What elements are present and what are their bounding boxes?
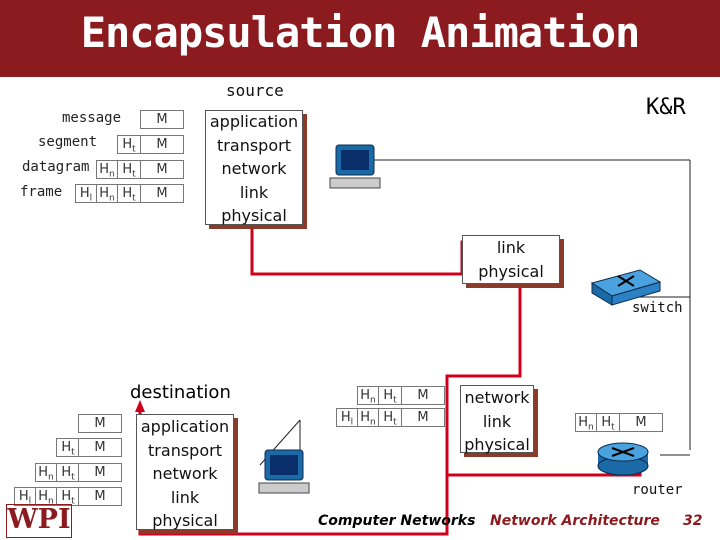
- dest-row3-m: M: [78, 463, 122, 482]
- frame-label: frame: [20, 184, 63, 200]
- router-in-row1-hn: Hn: [357, 386, 379, 406]
- router-in-row2-hn: Hn: [357, 408, 379, 428]
- router-stack-box: [460, 385, 534, 453]
- footer-left: Computer Networks: [318, 513, 476, 529]
- dest-row2-ht: Ht: [56, 438, 80, 458]
- frame-cell-m: M: [140, 184, 184, 203]
- destination-layer-network: network: [152, 464, 218, 483]
- router-icon: [597, 442, 649, 476]
- destination-arrowhead: [135, 400, 145, 412]
- router-out-ht: Ht: [596, 413, 620, 433]
- switch-stack-box: [462, 235, 560, 284]
- datagram-cell-ht: Ht: [117, 160, 141, 180]
- frame-cell-ht: Ht: [117, 184, 141, 204]
- footer-center: Network Architecture: [490, 513, 660, 529]
- switch-label: switch: [632, 300, 683, 316]
- slide-title: Encapsulation Animation: [80, 8, 641, 57]
- destination-layer-transport: transport: [148, 440, 222, 460]
- source-stack: application transport network link physi…: [205, 110, 303, 228]
- datagram-cell-hn: Hn: [96, 160, 118, 180]
- router-in-row1-ht: Ht: [378, 386, 402, 406]
- source-layer-physical: physical: [221, 206, 287, 225]
- message-label: message: [62, 110, 122, 126]
- source-label: source: [226, 81, 284, 100]
- switch-layer-link: link: [496, 238, 526, 257]
- title-banner: [0, 0, 720, 77]
- router-label: router: [632, 482, 683, 498]
- router-layer-physical: physical: [464, 435, 530, 454]
- source-layer-application: application: [209, 112, 299, 131]
- frame-cell-hl: Hl: [75, 184, 97, 204]
- segment-cell-m: M: [140, 135, 184, 154]
- router-out-m: M: [619, 413, 663, 432]
- source-computer-icon: [329, 144, 381, 189]
- destination-layer-physical: physical: [152, 511, 218, 530]
- router-layer-link: link: [482, 411, 512, 431]
- destination-stack-box: [136, 414, 234, 530]
- router-in-row1-m: M: [401, 386, 445, 405]
- switch-layer-physical: physical: [478, 261, 544, 281]
- switch-stack: link physical: [462, 236, 560, 283]
- segment-label: segment: [38, 134, 98, 150]
- wpi-logo: WPI: [6, 504, 72, 538]
- source-layer-link: link: [239, 182, 269, 202]
- dest-row3-hn: Hn: [35, 463, 57, 483]
- destination-computer-icon: [258, 449, 310, 494]
- switch-icon: [590, 269, 662, 306]
- dest-row4-m: M: [78, 487, 122, 506]
- destination-stack: application transport network link physi…: [136, 415, 234, 533]
- router-in-row2-ht: Ht: [378, 408, 402, 428]
- dest-row2-m: M: [78, 438, 122, 457]
- datagram-cell-m: M: [140, 160, 184, 179]
- page-number: 32: [683, 513, 703, 529]
- source-layer-network: network: [221, 159, 287, 178]
- source-layer-transport: transport: [217, 135, 291, 155]
- router-layer-network: network: [464, 388, 530, 407]
- dest-row3-ht: Ht: [56, 463, 80, 483]
- destination-layer-application: application: [140, 417, 230, 436]
- router-in-row2-m: M: [401, 408, 445, 427]
- message-cell-m: M: [140, 110, 184, 129]
- kr-label: K&R: [646, 95, 686, 120]
- segment-cell-ht: Ht: [117, 135, 141, 155]
- router-in-row2-hl: Hl: [336, 408, 358, 428]
- datagram-label: datagram: [22, 159, 90, 175]
- router-out-hn: Hn: [575, 413, 597, 433]
- router-stack: network link physical: [460, 386, 534, 457]
- destination-layer-link: link: [170, 487, 200, 507]
- source-stack-box: [205, 110, 303, 225]
- dest-row1-m: M: [78, 414, 122, 433]
- frame-cell-hn: Hn: [96, 184, 118, 204]
- destination-label: destination: [130, 382, 231, 403]
